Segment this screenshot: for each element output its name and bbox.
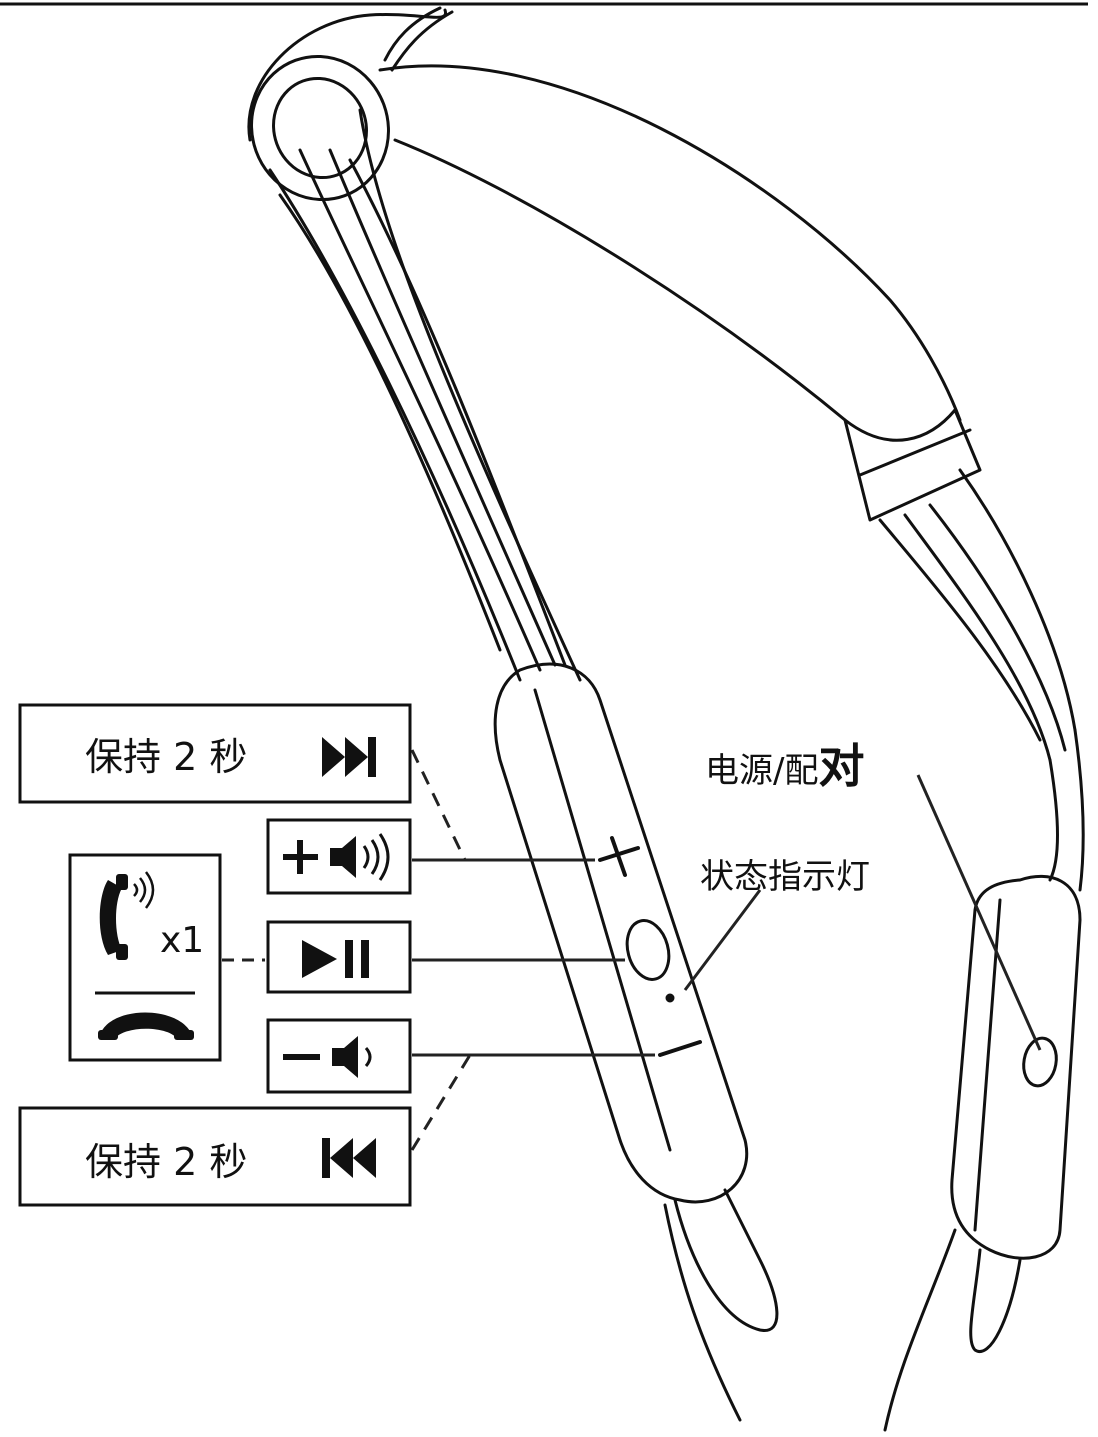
call-count-label: x1 [160, 920, 204, 961]
play-pause-box [266, 920, 412, 994]
hold-next-track-box: 保持 2 秒 [18, 703, 412, 804]
hold-next-label: 保持 2 秒 [85, 735, 247, 779]
callout-lines [222, 749, 1042, 1151]
next-track-icon [322, 737, 376, 777]
call-answer-end-box: x1 [68, 853, 222, 1062]
previous-track-icon [322, 1138, 376, 1178]
volume-up-box [266, 818, 412, 895]
hold-prev-track-box: 保持 2 秒 [18, 1106, 412, 1207]
phone-hangup-icon [98, 1012, 194, 1040]
status-indicator-label: 状态指示灯 [700, 857, 870, 897]
volume-down-icon [283, 1036, 372, 1078]
phone-ring-icon [99, 871, 155, 960]
play-pause-icon [302, 940, 369, 978]
volume-up-icon [283, 833, 390, 881]
neckband-headset-drawing [247, 6, 1085, 1432]
power-pairing-label: 电源/配对 [705, 739, 864, 793]
volume-down-box [266, 1018, 412, 1094]
hold-prev-label: 保持 2 秒 [85, 1140, 247, 1184]
